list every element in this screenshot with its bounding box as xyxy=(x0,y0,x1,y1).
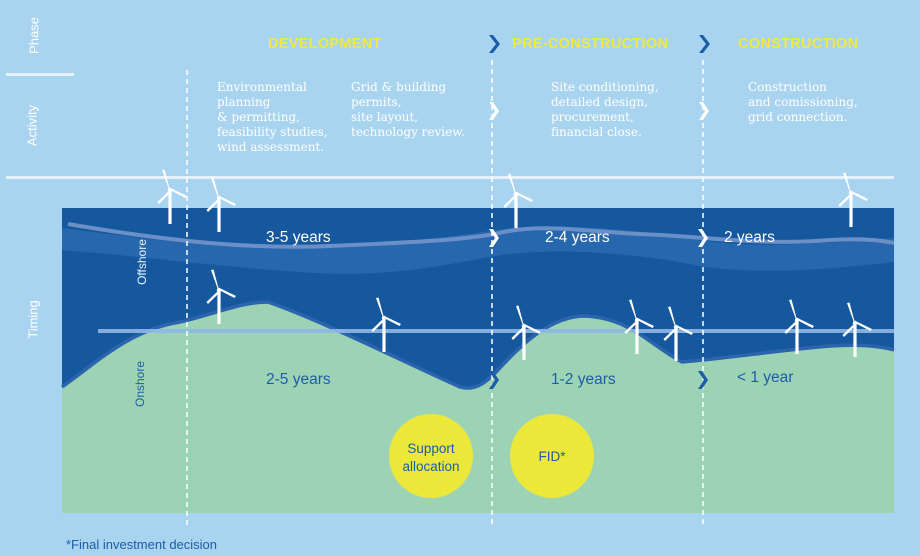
phase-preconstruction: PRE-CONSTRUCTION xyxy=(512,36,669,52)
activity-row-label: Activity xyxy=(24,104,40,147)
phase-row-label: Phase xyxy=(26,17,42,54)
support-allocation-circle xyxy=(389,414,473,498)
support-allocation-text: Support allocation xyxy=(402,441,460,474)
activity-construction: Construction and comissioning, grid conn… xyxy=(748,80,858,124)
fid-circle xyxy=(510,414,594,498)
phase-separator xyxy=(6,73,74,76)
phase-construction: CONSTRUCTION xyxy=(738,36,859,52)
offshore-preconstruction-duration: 2-4 years xyxy=(545,229,610,246)
onshore-area xyxy=(62,302,894,513)
phase-development: DEVELOPMENT xyxy=(268,36,382,52)
wave-line xyxy=(67,222,895,249)
chevron-right-icon xyxy=(489,102,499,120)
onshore-outline xyxy=(60,300,895,390)
chevron-right-icon xyxy=(489,229,499,247)
fid-text: FID* xyxy=(538,449,566,464)
onshore-development-duration: 2-5 years xyxy=(266,371,331,388)
onshore-construction-duration: < 1 year xyxy=(737,369,794,386)
activity-site: Site conditioning, detailed design, proc… xyxy=(551,80,659,139)
horizon-line xyxy=(98,329,894,333)
chevron-right-icon xyxy=(489,35,500,53)
activity-separator xyxy=(6,176,894,179)
offshore-label: Offshore xyxy=(135,239,149,285)
onshore-label: Onshore xyxy=(133,360,147,408)
onshore-preconstruction-duration: 1-2 years xyxy=(551,371,616,388)
chevron-right-icon xyxy=(698,371,708,389)
footnote: *Final investment decision xyxy=(66,537,218,552)
chevron-right-icon xyxy=(698,229,708,247)
chevron-right-icon xyxy=(699,102,709,120)
chevron-right-icon xyxy=(489,371,499,389)
activity-environmental: Environmental planning & permitting, fea… xyxy=(217,80,328,154)
chevron-right-icon xyxy=(699,35,710,53)
timing-row-label: Timing xyxy=(25,300,41,339)
activity-permits: Grid & building permits, site layout, te… xyxy=(351,80,465,139)
offshore-development-duration: 3-5 years xyxy=(266,229,331,246)
offshore-construction-duration: 2 years xyxy=(724,229,775,246)
